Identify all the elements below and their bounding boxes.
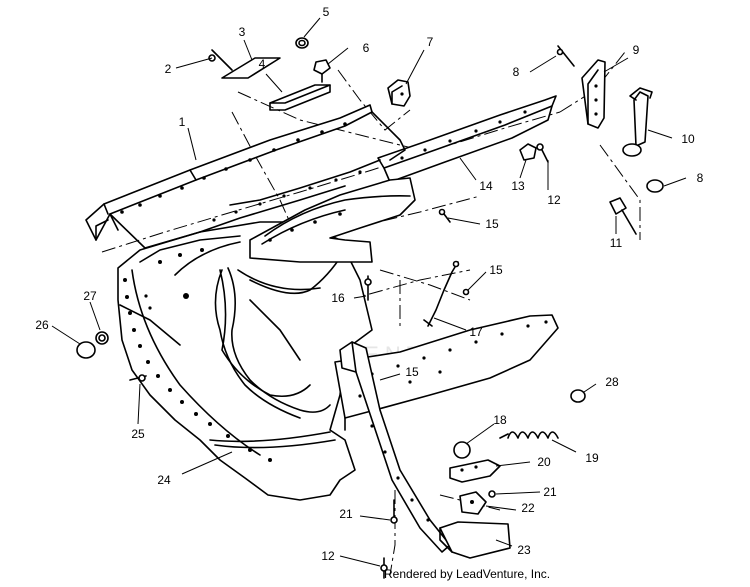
callout-16: 16 — [331, 291, 345, 305]
grommet-part-27 — [95, 331, 109, 345]
lever-part-10 — [622, 87, 653, 157]
callout-8-upper: 8 — [513, 65, 520, 79]
callout-22: 22 — [521, 501, 535, 515]
angle-bar-part-14 — [377, 95, 557, 183]
callout-27: 27 — [83, 289, 97, 303]
callout-20: 20 — [537, 455, 551, 469]
knob-part-5 — [295, 37, 309, 49]
screw-part-12-upper — [536, 143, 549, 163]
callout-26: 26 — [35, 318, 49, 332]
callout-18: 18 — [493, 413, 507, 427]
callout-2: 2 — [165, 62, 172, 76]
credit-text: Rendered by LeadVenture, Inc. — [384, 567, 551, 581]
callout-12-upper: 12 — [547, 193, 561, 207]
knob-part-18 — [453, 441, 471, 459]
callout-23: 23 — [517, 543, 531, 557]
screw-part-21-b — [488, 490, 496, 498]
callout-21-a: 21 — [339, 507, 353, 521]
callout-4: 4 — [259, 57, 266, 71]
cap-part-26 — [76, 341, 96, 359]
bar-part-4 — [269, 84, 331, 111]
cap-part-8-lower — [646, 179, 664, 193]
callout-15-c: 15 — [405, 365, 419, 379]
callout-6: 6 — [363, 41, 370, 55]
foot-plate-part-23 — [439, 521, 511, 559]
screw-part-25 — [129, 374, 147, 382]
callout-24: 24 — [157, 473, 171, 487]
callout-25: 25 — [131, 427, 145, 441]
callout-3: 3 — [239, 25, 246, 39]
callout-1: 1 — [179, 115, 186, 129]
latch-part-22 — [459, 491, 487, 515]
callout-labels: 1 2 3 4 5 6 7 8 8 9 10 11 12 12 13 14 15… — [35, 5, 703, 563]
callout-21-b: 21 — [543, 485, 557, 499]
vertical-bracket-part-9 — [581, 59, 606, 129]
leader-lines — [51, 17, 687, 567]
center-post — [339, 341, 451, 553]
rod-part-17 — [423, 260, 460, 327]
nut-part-13 — [519, 143, 537, 161]
screw-part-8-upper — [556, 45, 575, 67]
callout-12-lower: 12 — [321, 549, 335, 563]
callout-13: 13 — [511, 179, 525, 193]
callout-11: 11 — [610, 236, 623, 250]
callout-17: 17 — [469, 325, 483, 339]
screw-part-15-b — [462, 288, 470, 296]
spring-part-19 — [499, 431, 559, 439]
callout-14: 14 — [479, 179, 493, 193]
upper-deck-panel — [109, 111, 406, 249]
screw-part-15-a — [438, 208, 451, 223]
plug-part-11 — [609, 197, 637, 235]
hinge-bracket-part-20 — [449, 459, 501, 483]
cap-part-28 — [570, 389, 586, 403]
screw-part-16 — [364, 275, 372, 301]
dash-panel — [249, 177, 416, 263]
plate-part-3 — [221, 57, 281, 79]
callout-15-b: 15 — [489, 263, 503, 277]
callout-10: 10 — [681, 132, 695, 146]
screw-part-2 — [208, 49, 233, 71]
front-cab-panel — [117, 221, 373, 501]
fastener-part-6 — [313, 59, 331, 83]
callout-28: 28 — [605, 375, 619, 389]
callout-7: 7 — [427, 35, 434, 49]
screw-part-21-a — [390, 499, 398, 524]
bracket-part-7 — [387, 79, 411, 107]
callout-9: 9 — [633, 43, 640, 57]
callout-5: 5 — [323, 5, 330, 19]
callout-19: 19 — [585, 451, 599, 465]
callout-15-a: 15 — [485, 217, 499, 231]
callout-8-lower: 8 — [697, 171, 704, 185]
screw-part-12-lower — [380, 557, 388, 579]
